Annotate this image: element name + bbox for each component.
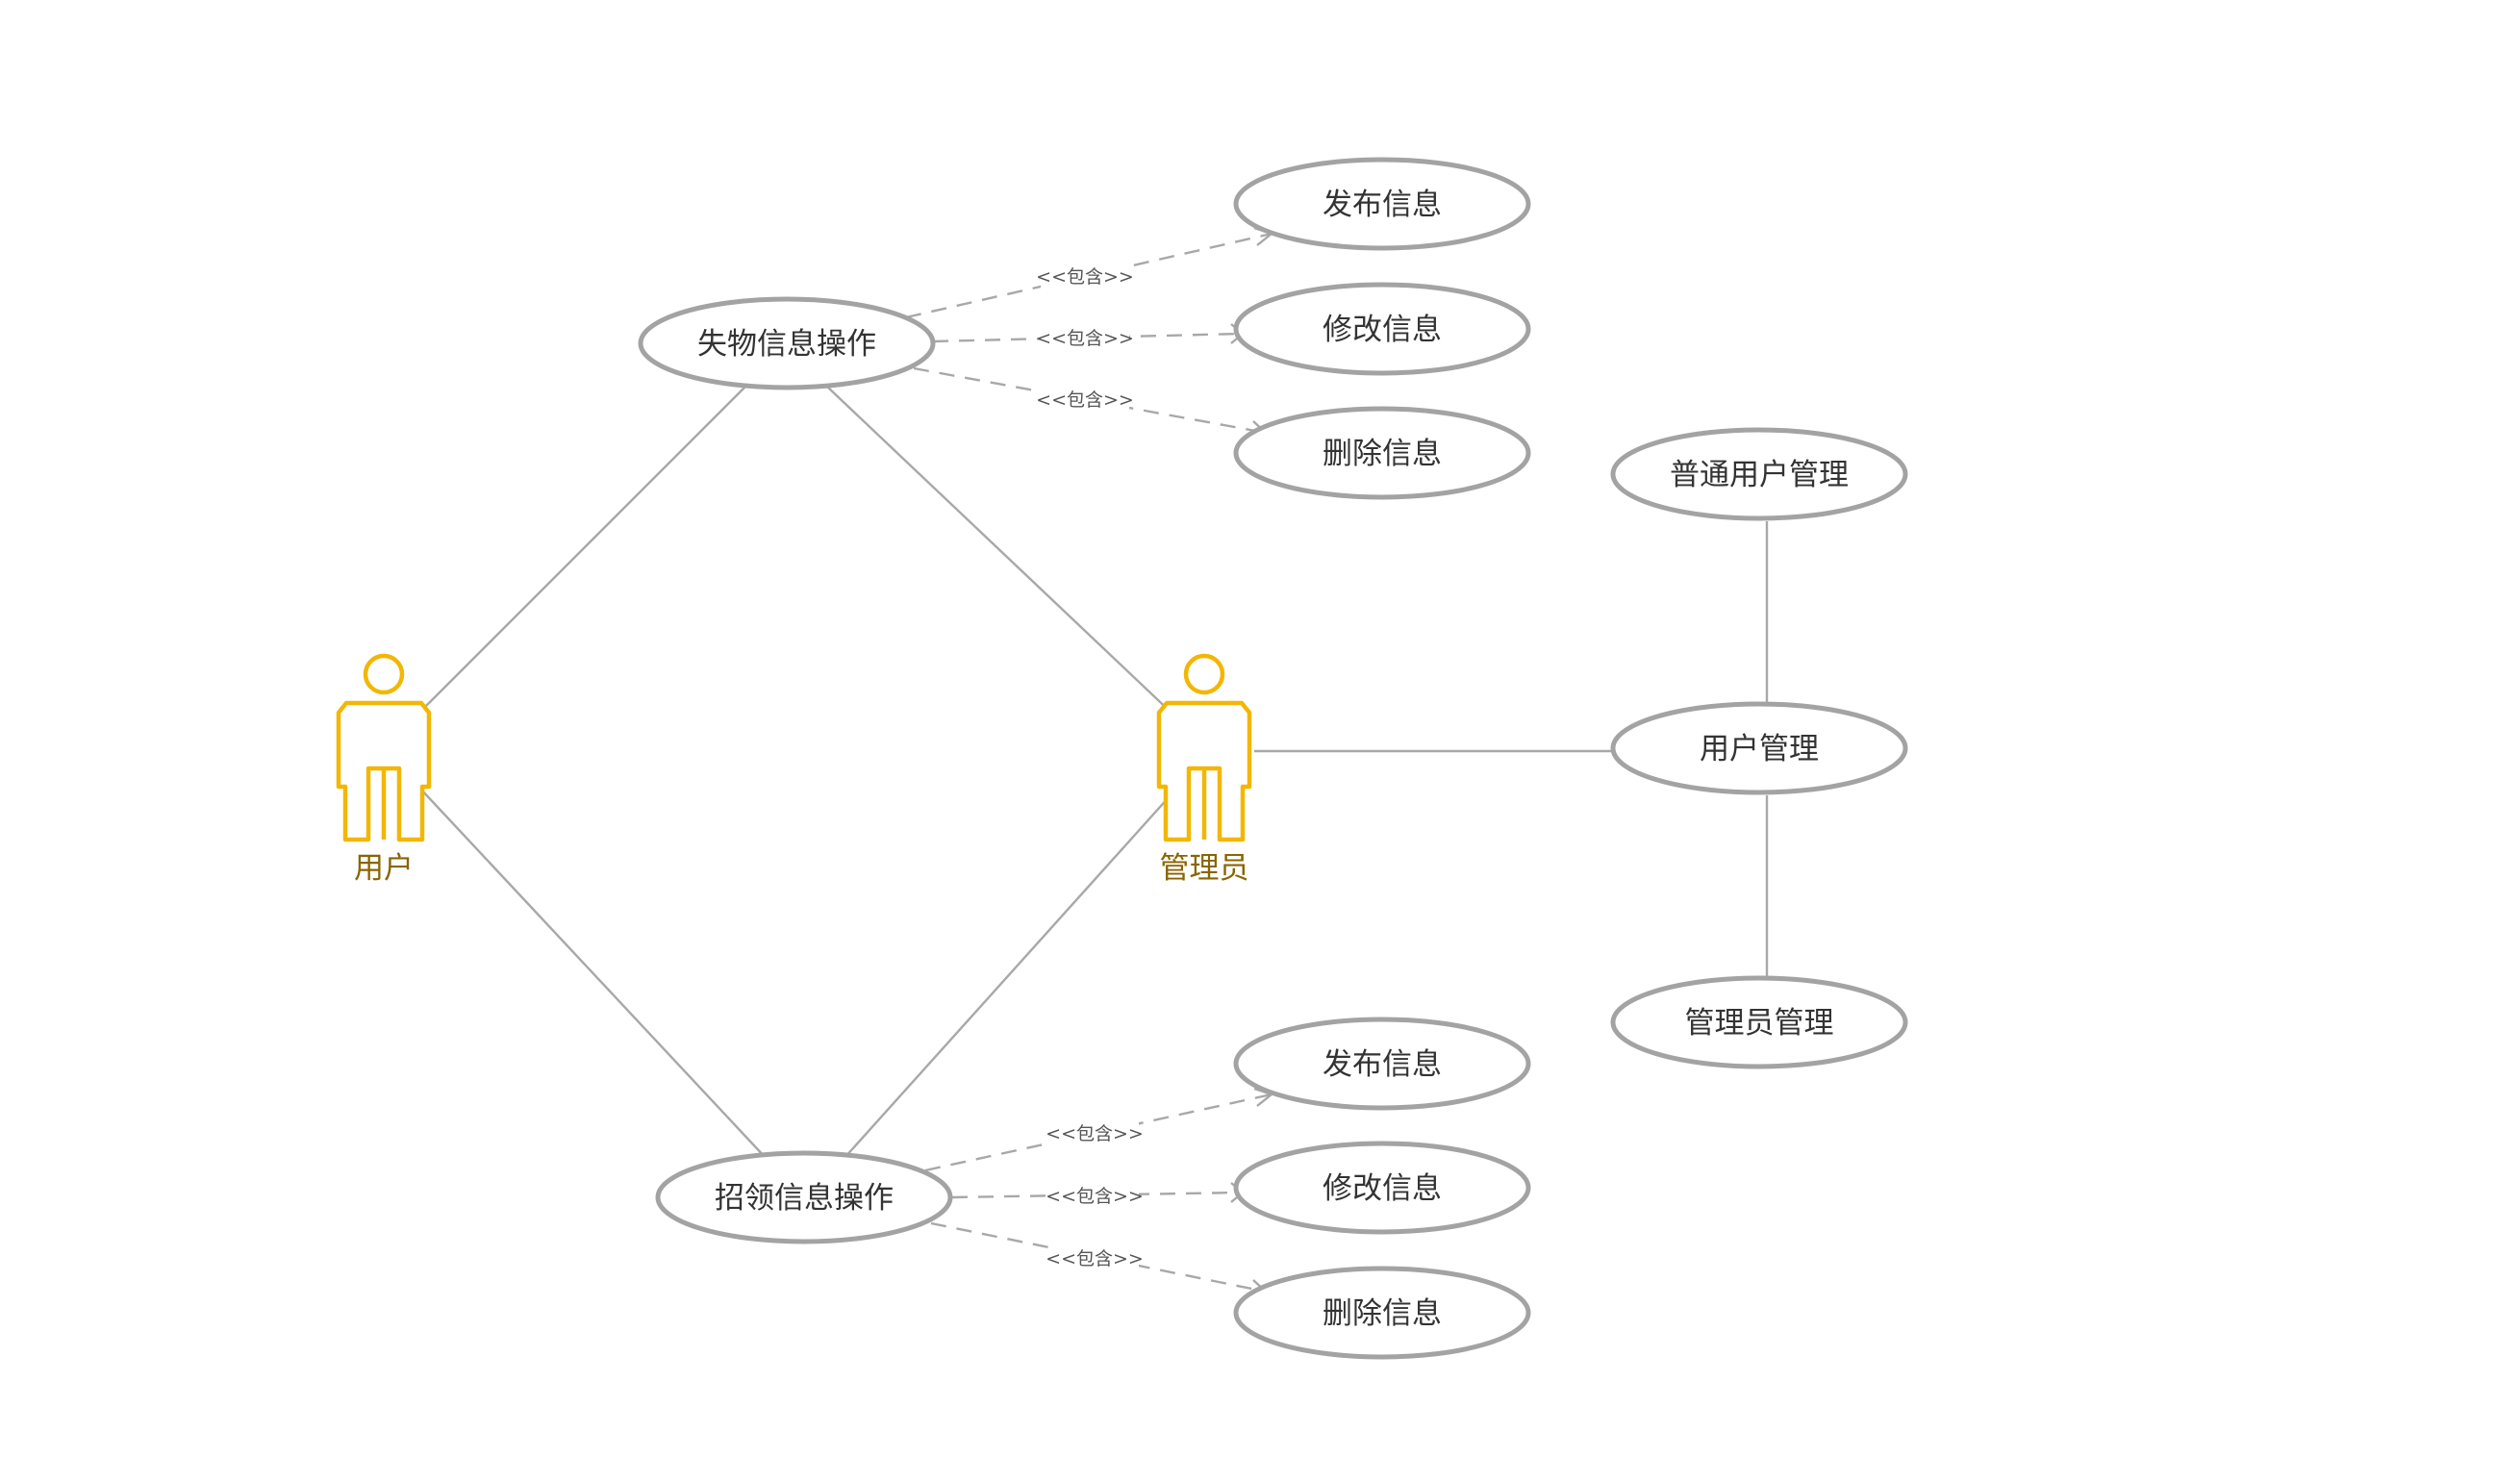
usecase-label-lost-publish: 发布信息 xyxy=(1323,188,1442,222)
usecase-label-admin-mgmt: 管理员管理 xyxy=(1685,1006,1834,1041)
usecase-ellipse xyxy=(1233,1017,1531,1111)
assoc-user-lost xyxy=(424,386,746,708)
include-label-bg xyxy=(1041,327,1129,350)
usecase-ellipse xyxy=(1233,282,1531,376)
usecase-claim-modify[interactable]: 修改信息 xyxy=(1233,1141,1531,1235)
include-label-claim-delete: <<包含>> xyxy=(1046,1248,1144,1269)
usecase-label-claim-modify: 修改信息 xyxy=(1323,1171,1442,1206)
usecase-label-lost-ops: 失物信息操作 xyxy=(697,327,876,362)
include-label-bg xyxy=(1050,1122,1139,1145)
usecase-ellipse xyxy=(1233,406,1531,500)
actor-label-admin: 管理员 xyxy=(1160,851,1249,886)
include-label-bg xyxy=(1050,1247,1139,1270)
person-icon xyxy=(336,653,432,842)
actor-user[interactable]: 用户 xyxy=(336,653,432,886)
usecase-admin-mgmt[interactable]: 管理员管理 xyxy=(1610,975,1908,1069)
include-label-claim-publish: <<包含>> xyxy=(1046,1123,1144,1144)
usecase-normal-user-mgmt[interactable]: 普通用户管理 xyxy=(1610,427,1908,521)
usecase-claim-publish[interactable]: 发布信息 xyxy=(1233,1017,1531,1111)
usecase-label-lost-modify: 修改信息 xyxy=(1323,313,1442,347)
usecase-ellipse xyxy=(1233,1141,1531,1235)
include-label-claim-modify: <<包含>> xyxy=(1046,1186,1144,1207)
actor-label-user: 用户 xyxy=(354,851,414,886)
usecase-label-lost-delete: 删除信息 xyxy=(1323,437,1442,471)
usecase-lost-modify[interactable]: 修改信息 xyxy=(1233,282,1531,376)
person-icon xyxy=(1156,653,1252,842)
include-label-bg xyxy=(1041,389,1129,412)
include-label-lost-modify: <<包含>> xyxy=(1036,328,1134,349)
include-line-claim-publish xyxy=(924,1093,1273,1172)
include-label-bg xyxy=(1041,264,1129,288)
usecase-lost-publish[interactable]: 发布信息 xyxy=(1233,157,1531,251)
usecase-ellipse xyxy=(1610,701,1908,795)
assoc-admin-claim xyxy=(843,786,1179,1160)
usecase-ellipse xyxy=(655,1150,953,1244)
usecase-claim-delete[interactable]: 删除信息 xyxy=(1233,1266,1531,1360)
usecase-label-claim-publish: 发布信息 xyxy=(1323,1047,1442,1082)
usecase-ellipse xyxy=(1610,427,1908,521)
usecase-label-claim-delete: 删除信息 xyxy=(1323,1296,1442,1331)
usecase-ellipse xyxy=(1610,975,1908,1069)
include-line-lost-delete xyxy=(913,366,1267,435)
assoc-admin-lost xyxy=(826,386,1176,717)
usecase-user-mgmt[interactable]: 用户管理 xyxy=(1610,701,1908,795)
include-label-bg xyxy=(1050,1186,1139,1209)
usecase-ellipse xyxy=(1233,1266,1531,1360)
association-lines xyxy=(419,386,1769,1160)
usecase-label-user-mgmt: 用户管理 xyxy=(1700,732,1819,766)
include-label-lost-delete: <<包含>> xyxy=(1036,389,1134,411)
usecase-ellipse xyxy=(638,296,936,390)
usecase-lost-ops[interactable]: 失物信息操作 xyxy=(638,296,936,390)
actor-admin[interactable]: 管理员 xyxy=(1156,653,1252,886)
usecase-label-normal-user-mgmt: 普通用户管理 xyxy=(1670,458,1849,492)
include-labels: <<包含>> <<包含>> <<包含>> <<包含>> <<包含>> <<包含>… xyxy=(1036,264,1144,1270)
usecase-label-claim-ops: 招领信息操作 xyxy=(715,1181,894,1216)
assoc-user-claim xyxy=(419,788,768,1160)
include-label-lost-publish: <<包含>> xyxy=(1036,266,1134,288)
usecase-claim-ops[interactable]: 招领信息操作 xyxy=(655,1150,953,1244)
usecase-lost-delete[interactable]: 删除信息 xyxy=(1233,406,1531,500)
usecase-ellipse xyxy=(1233,157,1531,251)
